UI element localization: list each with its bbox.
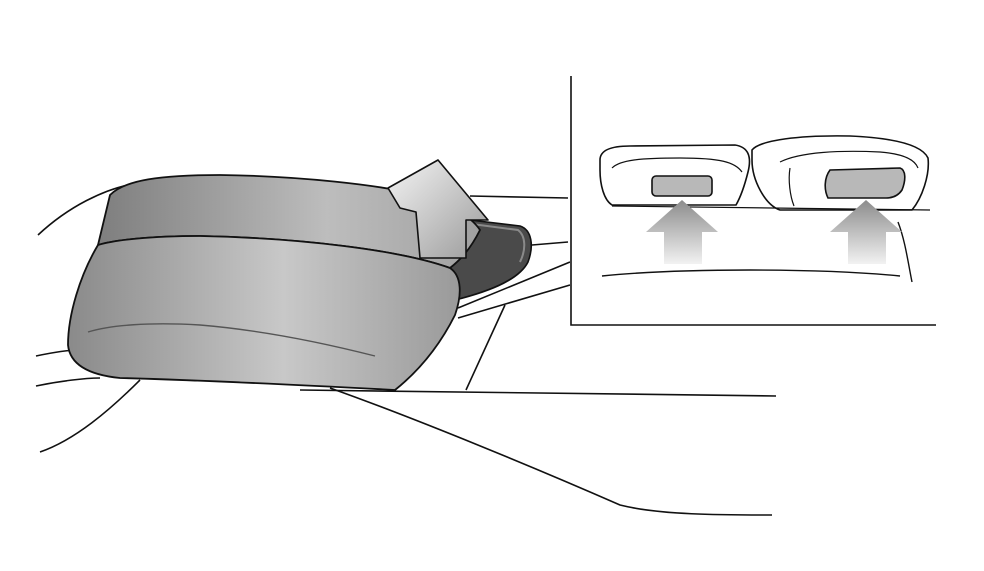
armrest-lid-seam <box>87 323 376 357</box>
release-button-right <box>824 167 906 199</box>
console-floor-line <box>299 389 777 397</box>
push-arrow-icon-left <box>646 200 718 264</box>
seat-front-curve <box>39 379 141 453</box>
callout-panel <box>570 76 936 326</box>
console-side-line <box>329 387 773 516</box>
console-rear-lower <box>531 241 569 246</box>
console-rear-top <box>469 195 569 199</box>
lid-hinge-highlight <box>471 223 526 263</box>
callout-leaders <box>457 261 571 319</box>
seat-cushion-lower <box>35 377 101 387</box>
console-rear-upright <box>465 304 506 391</box>
armrest-lid-body <box>67 235 461 391</box>
lift-arrow-icon <box>387 159 489 259</box>
seat-outline <box>35 184 777 516</box>
push-arrow-icon-right <box>830 200 902 264</box>
release-button-left <box>651 175 713 197</box>
